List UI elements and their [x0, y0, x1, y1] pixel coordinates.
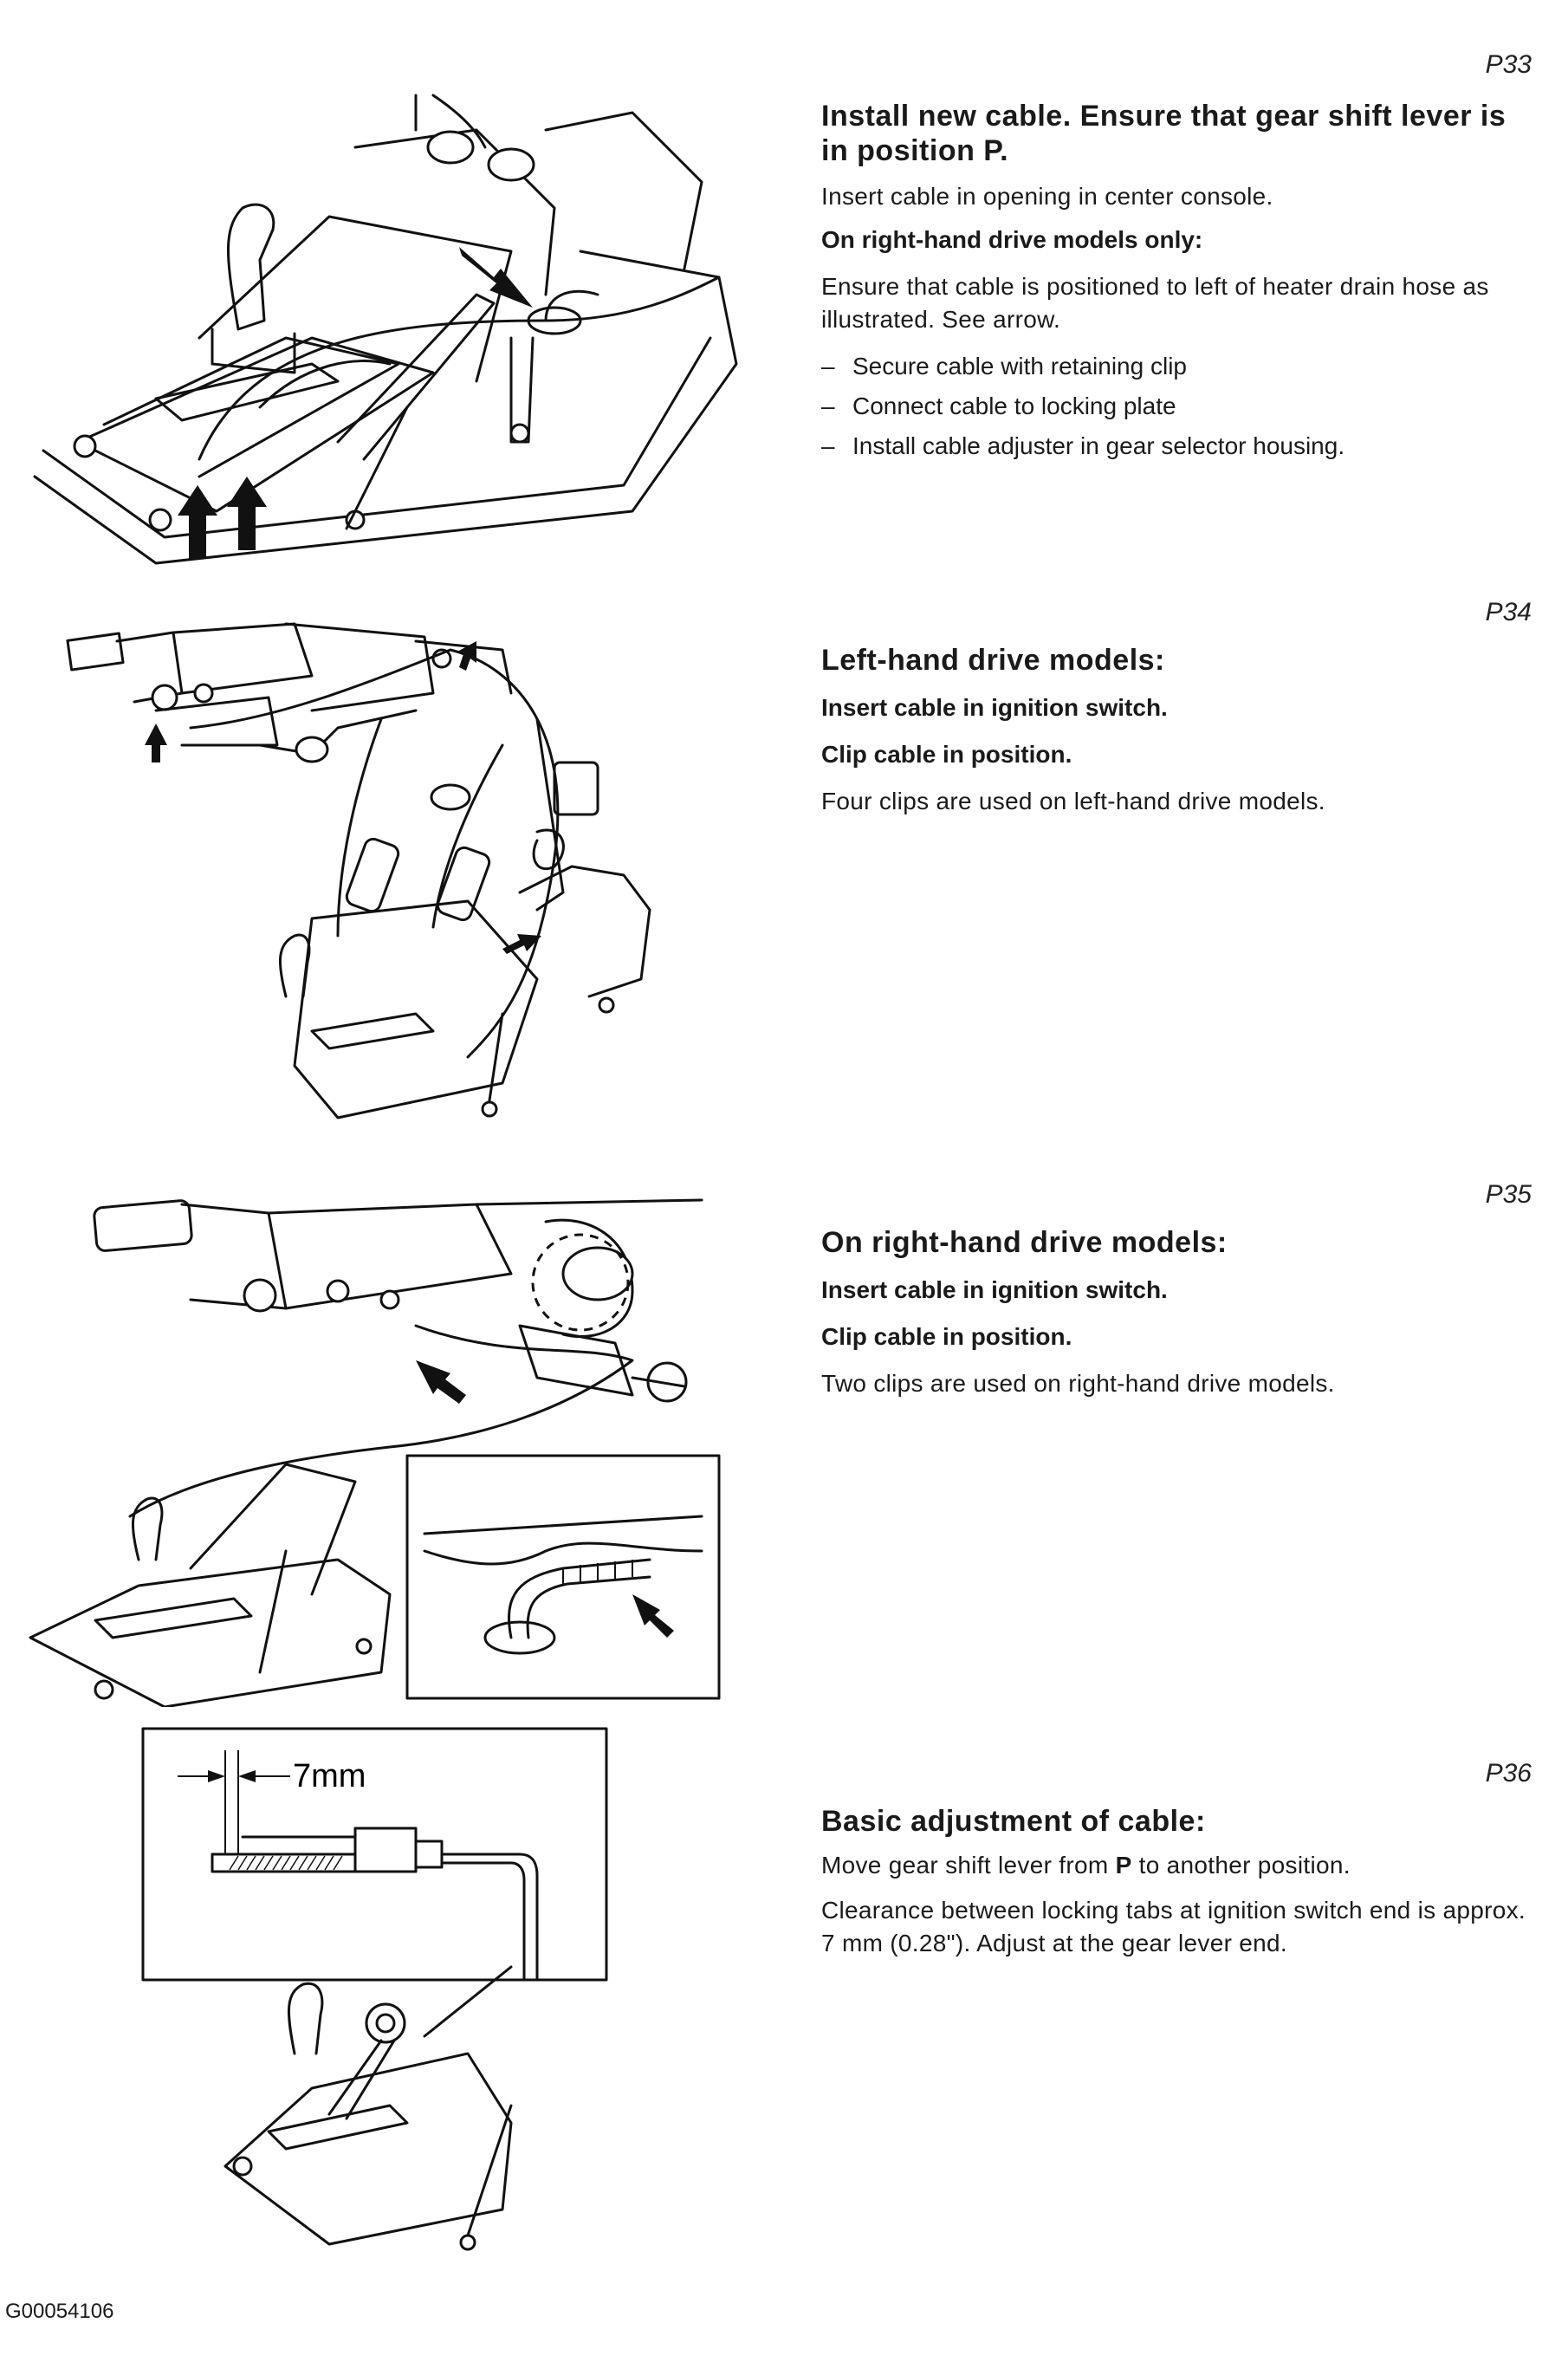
- dimension-label-7mm: 7mm: [293, 1758, 366, 1794]
- list-item: –Connect cable to locking plate: [821, 393, 1176, 419]
- subheading: Insert cable in ignition switch.: [821, 1276, 1168, 1303]
- section-heading: Install new cable. Ensure that gear shif…: [821, 100, 1506, 167]
- section-heading: Basic adjustment of cable:: [821, 1805, 1206, 1838]
- bullet-list: –Secure cable with retaining clip –Conne…: [821, 347, 1532, 466]
- section-p33: P33 Install new cable. Ensure that gear …: [821, 50, 1532, 466]
- page-step-number: P35: [1485, 1180, 1532, 1209]
- page-step-number: P34: [1485, 598, 1532, 626]
- list-item: –Secure cable with retaining clip: [821, 353, 1187, 380]
- section-p35: P35 On right-hand drive models: Insert c…: [821, 1180, 1532, 1400]
- section-heading: On right-hand drive models:: [821, 1226, 1228, 1259]
- figure-p34-left-hand-drive-routing: [52, 615, 719, 1152]
- page-step-number: P33: [1485, 50, 1532, 79]
- document-id: G00054106: [5, 2300, 114, 2323]
- subheading: On right-hand drive models only:: [821, 226, 1203, 253]
- section-heading: Left-hand drive models:: [821, 644, 1165, 677]
- paragraph: Clearance between locking tabs at igniti…: [821, 1897, 1526, 1956]
- figure-p35-right-hand-drive-routing: [26, 1187, 728, 1707]
- page-step-number: P36: [1485, 1759, 1532, 1788]
- subheading: Clip cable in position.: [821, 1323, 1072, 1350]
- subheading: Insert cable in ignition switch.: [821, 694, 1168, 721]
- section-p34: P34 Left-hand drive models: Insert cable…: [821, 598, 1532, 818]
- paragraph: Two clips are used on right-hand drive m…: [821, 1370, 1335, 1397]
- subheading: Clip cable in position.: [821, 741, 1072, 768]
- section-p36: P36 Basic adjustment of cable: Move gear…: [821, 1759, 1532, 1960]
- figure-p33-gear-selector-cable: [26, 78, 745, 598]
- paragraph: Move gear shift lever from P to another …: [821, 1852, 1351, 1879]
- paragraph: Four clips are used on left-hand drive m…: [821, 788, 1325, 814]
- figure-p36-cable-adjustment: 7mm: [139, 1724, 676, 2261]
- paragraph: Insert cable in opening in center consol…: [821, 183, 1273, 210]
- list-item: –Install cable adjuster in gear selector…: [821, 432, 1345, 459]
- paragraph: Ensure that cable is positioned to left …: [821, 273, 1489, 333]
